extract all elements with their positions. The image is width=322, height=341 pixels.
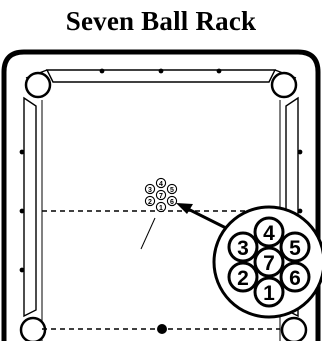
rack-ball-3-large: 3 [229, 233, 257, 261]
magnified-rack: 4 5 6 1 2 3 7 [214, 207, 322, 317]
rack-ball-7-large: 7 [255, 248, 283, 276]
foot-spot-leader [141, 218, 155, 249]
pocket-bottom-right [282, 318, 306, 341]
rack-ball-2-large-label: 2 [237, 267, 249, 290]
rack-ball-5-large-label: 5 [289, 237, 301, 260]
rack-ball-5-small-label: 5 [170, 187, 174, 194]
pocket-top-right [272, 73, 296, 97]
rack-ball-2-small-label: 2 [148, 199, 152, 206]
rack-ball-1-large: 1 [255, 278, 283, 306]
rack-ball-1-small-label: 1 [159, 205, 163, 212]
pocket-bottom-left [21, 318, 45, 341]
rack-ball-4-large: 4 [255, 218, 283, 246]
rack-ball-6-large: 6 [281, 263, 309, 291]
rack-ball-6-small-label: 6 [170, 199, 174, 206]
rack-ball-2-large: 2 [229, 263, 257, 291]
cue-ball-spot [157, 324, 167, 334]
rack-ball-6-large-label: 6 [289, 267, 301, 290]
pocket-top-left [26, 73, 50, 97]
rack-ball-4-large-label: 4 [263, 222, 275, 245]
rack-ball-1-large-label: 1 [263, 282, 275, 305]
cushion-left [24, 98, 36, 316]
rack-ball-7-large-label: 7 [263, 252, 275, 275]
rack-ball-3-large-label: 3 [237, 237, 249, 260]
callout-arrowhead [176, 203, 193, 214]
rack-ball-4-small-label: 4 [159, 181, 163, 188]
rack-ball-5-large: 5 [281, 233, 309, 261]
small-rack: 4 5 6 1 2 3 7 [145, 178, 176, 212]
rack-ball-3-small-label: 3 [148, 187, 152, 194]
rack-ball-7-small-label: 7 [159, 193, 163, 200]
